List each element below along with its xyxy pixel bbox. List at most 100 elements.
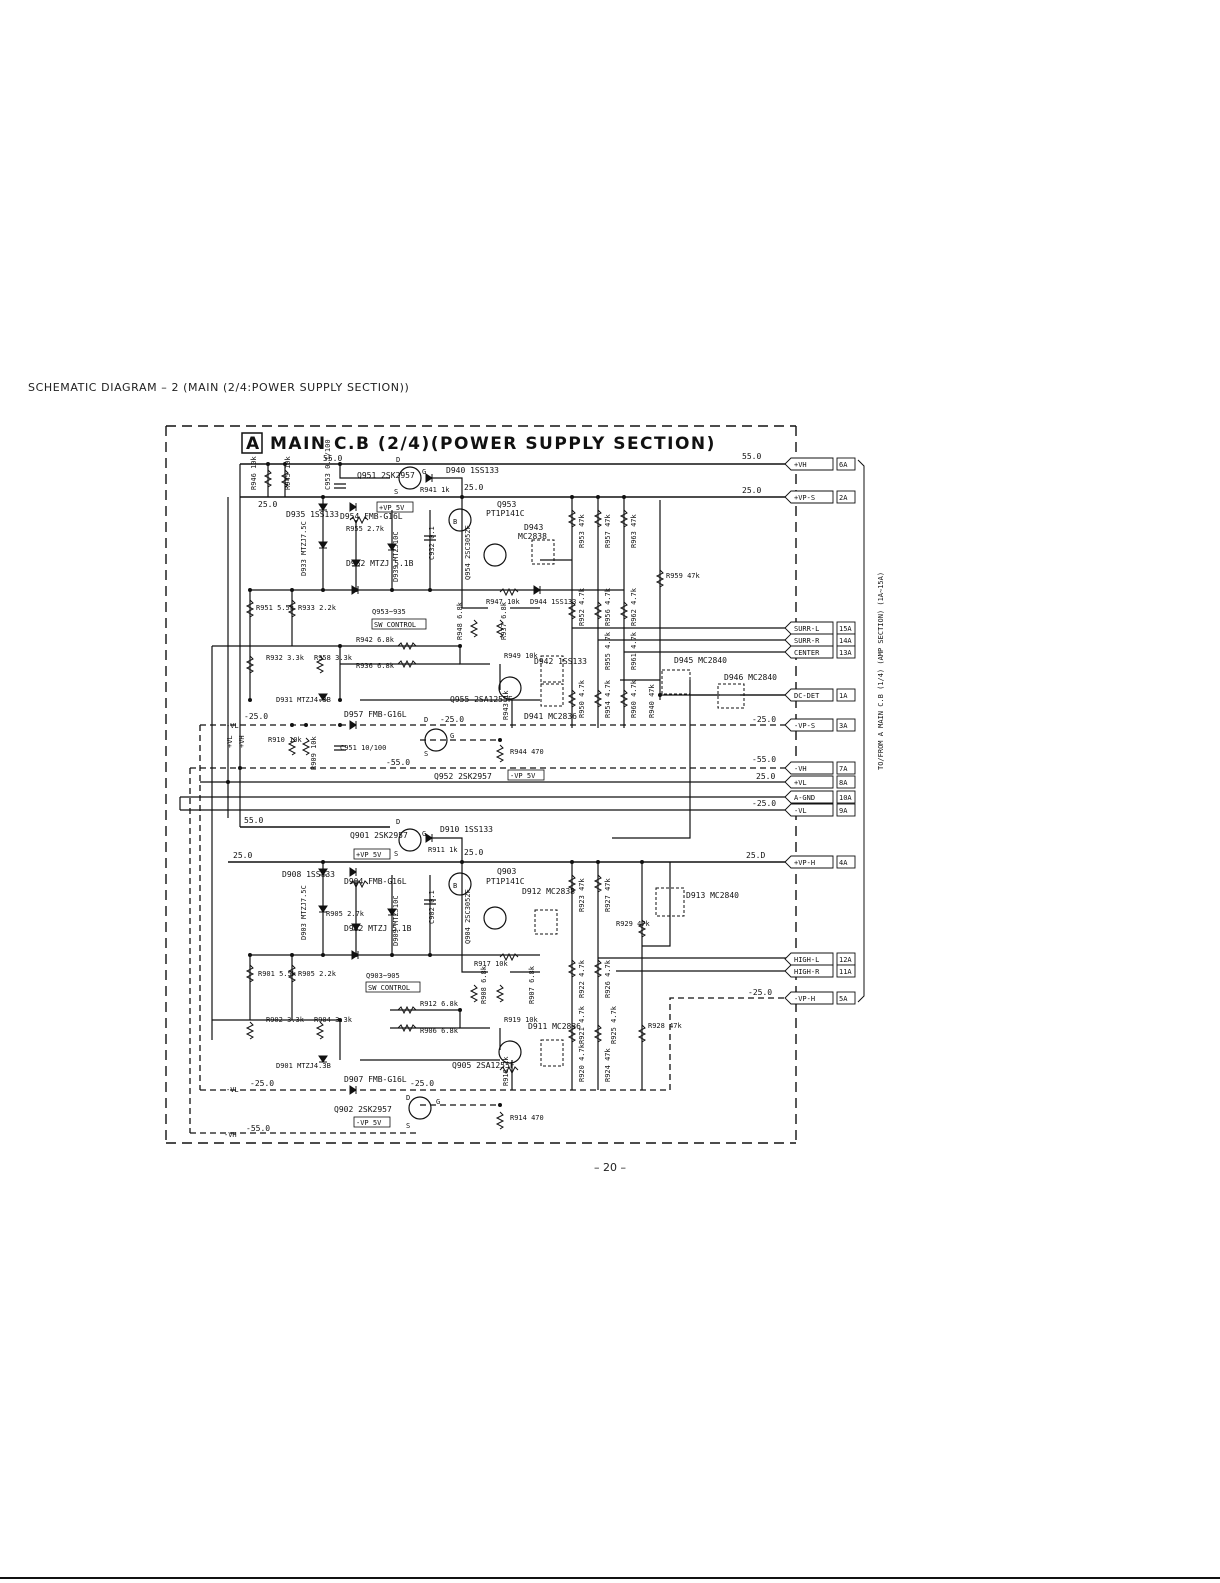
svg-text:D913 MC2840: D913 MC2840 — [686, 891, 739, 900]
connector-bracket — [857, 459, 865, 1003]
svg-text:R962 4.7k: R962 4.7k — [630, 587, 638, 626]
svg-text:R943 1k: R943 1k — [502, 690, 510, 720]
diode-glyphs — [318, 473, 541, 1095]
svg-text:D957 FMB-G16L: D957 FMB-G16L — [344, 710, 407, 719]
svg-text:R948 6.8k: R948 6.8k — [456, 601, 464, 640]
component-labels-lower: Q901 2SK2957 D910 1SS133 R911 1k D908 1S… — [258, 825, 739, 1122]
svg-text:R950 4.7k: R950 4.7k — [578, 679, 586, 718]
svg-text:-VP 5V: -VP 5V — [356, 1119, 382, 1127]
pin-label: 4A — [839, 859, 848, 867]
board-border — [165, 425, 797, 1144]
svg-text:C902 0.1: C902 0.1 — [428, 890, 436, 924]
pin-label: 5A — [839, 995, 848, 1003]
junction-dots — [226, 462, 662, 1107]
svg-text:-55.0: -55.0 — [752, 755, 776, 764]
svg-text:R932 3.3k: R932 3.3k — [266, 654, 305, 662]
net-label: +VL — [794, 779, 807, 787]
svg-text:R951 5.5k: R951 5.5k — [256, 604, 295, 612]
svg-text:MC2838: MC2838 — [518, 532, 547, 541]
svg-text:-25.0: -25.0 — [752, 715, 776, 724]
svg-text:Q901 2SK2957: Q901 2SK2957 — [350, 831, 408, 840]
svg-text:R945 10k: R945 10k — [284, 455, 292, 490]
pin-label: 12A — [839, 956, 852, 964]
svg-text:SW CONTROL: SW CONTROL — [368, 984, 410, 992]
svg-text:55.0: 55.0 — [742, 452, 761, 461]
svg-text:R925 4.7k: R925 4.7k — [610, 1005, 618, 1044]
svg-text:D: D — [406, 1094, 410, 1102]
board-title: MAIN C.B (2/4)(POWER SUPPLY SECTION) — [270, 434, 716, 454]
svg-text:C951 10/100: C951 10/100 — [340, 744, 386, 752]
net-label: A-GND — [794, 794, 815, 802]
pin-label: 1A — [839, 692, 848, 700]
svg-text:G: G — [450, 732, 454, 740]
svg-text:R955 4.7k: R955 4.7k — [604, 631, 612, 670]
schematic-diagram: A MAIN C.B (2/4)(POWER SUPPLY SECTION) — [165, 425, 885, 1144]
svg-text:D931 MTZJ4.3B: D931 MTZJ4.3B — [276, 696, 331, 704]
svg-text:Q904 2SC3052F: Q904 2SC3052F — [464, 889, 472, 944]
svg-text:25.0: 25.0 — [258, 500, 277, 509]
pin-label: 9A — [839, 807, 848, 815]
svg-text:D901 MTZJ4.3B: D901 MTZJ4.3B — [276, 1062, 331, 1070]
svg-text:R908 6.8k: R908 6.8k — [480, 965, 488, 1004]
svg-text:D945 MC2840: D945 MC2840 — [674, 656, 727, 665]
svg-text:55.0: 55.0 — [323, 454, 342, 463]
svg-text:R917 10k: R917 10k — [474, 960, 509, 968]
net-label: DC-DET — [794, 692, 820, 700]
resistor-glyphs — [245, 469, 665, 1130]
svg-text:R933 2.2k: R933 2.2k — [298, 604, 337, 612]
svg-text:R928 47k: R928 47k — [648, 1022, 683, 1030]
svg-text:R901 5.5k: R901 5.5k — [258, 970, 297, 978]
svg-text:Q952 2SK2957: Q952 2SK2957 — [434, 772, 492, 781]
svg-text:-VL: -VL — [226, 722, 239, 730]
svg-text:R910 10k: R910 10k — [268, 736, 303, 744]
net-label: CENTER — [794, 649, 820, 657]
svg-text:-25.0: -25.0 — [250, 1079, 274, 1088]
bottom-rule — [0, 1577, 1220, 1579]
wires-upper — [212, 463, 795, 839]
svg-text:R942 6.8k: R942 6.8k — [356, 636, 395, 644]
capacitor-glyphs — [334, 483, 436, 905]
svg-text:R963 47k: R963 47k — [630, 513, 638, 548]
svg-text:D954 FMB-G16L: D954 FMB-G16L — [340, 512, 403, 521]
svg-text:Q903: Q903 — [497, 867, 516, 876]
svg-text:25.0: 25.0 — [464, 848, 483, 857]
svg-text:R923 47k: R923 47k — [578, 877, 586, 912]
boxed-labels: +VP 5V -VP 5V +VP 5V -VP 5V SW CONTROL S… — [353, 501, 545, 1128]
svg-text:R949 10k: R949 10k — [504, 652, 539, 660]
svg-text:D: D — [396, 456, 400, 464]
svg-text:Q954 2SC3052F: Q954 2SC3052F — [464, 525, 472, 580]
svg-text:+VP 5V: +VP 5V — [356, 851, 382, 859]
svg-text:C953 0.1/100: C953 0.1/100 — [324, 439, 332, 490]
pin-label: 15A — [839, 625, 852, 633]
board-letter: A — [246, 434, 261, 454]
svg-text:C932 0.1: C932 0.1 — [428, 526, 436, 560]
svg-text:PT1P141C: PT1P141C — [486, 509, 525, 518]
pin-label: 6A — [839, 461, 848, 469]
svg-text:D935 1SS133: D935 1SS133 — [286, 510, 339, 519]
net-label: HIGH-L — [794, 956, 819, 964]
net-label: -VL — [794, 807, 807, 815]
svg-text:+VP 5V: +VP 5V — [379, 504, 405, 512]
net-label: SURR-L — [794, 625, 819, 633]
negative-rails-upper — [179, 646, 795, 1133]
svg-text:25.0: 25.0 — [464, 483, 483, 492]
voltage-labels: 55.0 25.0 25.0 55.0 25.0 -25.0 -25.0 -25… — [233, 452, 776, 1133]
svg-text:Q951 2SK2957: Q951 2SK2957 — [357, 471, 415, 480]
left-rail-tags: +VL +VH -VL -VL -VH — [224, 722, 246, 1139]
svg-text:R956 4.7k: R956 4.7k — [604, 587, 612, 626]
component-labels-upper: R946 10k R945 10k C953 0.1/100 Q951 2SK2… — [250, 439, 777, 781]
svg-text:R905 2.7k: R905 2.7k — [326, 910, 365, 918]
svg-text:D904 FMB-G16L: D904 FMB-G16L — [344, 877, 407, 886]
svg-text:G: G — [436, 1098, 440, 1106]
svg-text:+VL: +VL — [226, 735, 234, 748]
svg-text:D902 MTZJ 5.1B: D902 MTZJ 5.1B — [344, 924, 412, 933]
net-label: SURR-R — [794, 637, 820, 645]
svg-text:D909 MTZJ10C: D909 MTZJ10C — [392, 895, 400, 946]
svg-text:D911 MC2836: D911 MC2836 — [528, 1022, 581, 1031]
net-label: -VP-S — [794, 722, 815, 730]
svg-text:R929 47k: R929 47k — [616, 920, 651, 928]
board-letter-box — [241, 432, 263, 454]
svg-text:25.D: 25.D — [746, 851, 765, 860]
svg-text:D908 1SS133: D908 1SS133 — [282, 870, 335, 879]
